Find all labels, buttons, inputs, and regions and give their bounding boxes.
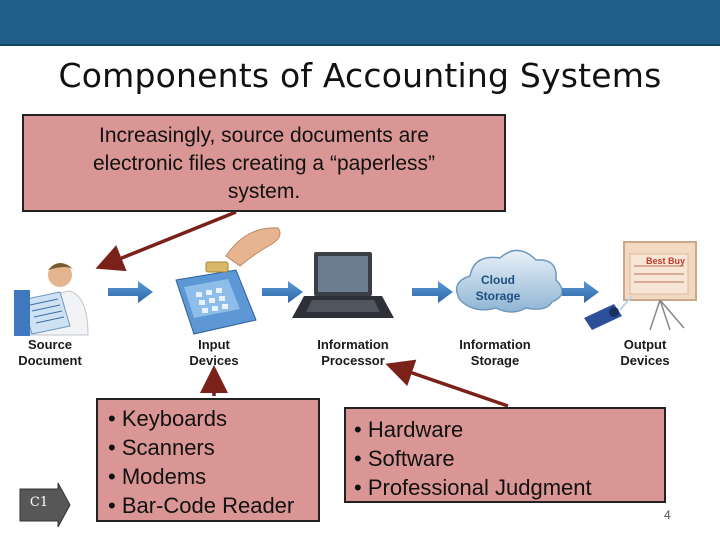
- slide-top-bar: [0, 0, 720, 46]
- component-label-line1: Source: [27, 337, 73, 352]
- flow-arrow-3: [412, 281, 453, 303]
- processor-callout: • Hardware • Software • Professional Jud…: [344, 407, 666, 503]
- cloud-storage-illustration: [455, 249, 563, 313]
- pointer-arrows: [95, 210, 509, 408]
- paperless-callout: Increasingly, source documents are elect…: [22, 114, 506, 212]
- callout-line: Increasingly, source documents are: [99, 124, 429, 147]
- source-document-illustration: [14, 263, 89, 336]
- component-label-line1: Input: [198, 337, 230, 352]
- callout-line: electronic files creating a “paperless”: [93, 152, 435, 175]
- component-label-line1: Information: [459, 337, 531, 352]
- cloud-label: Cloud Storage: [466, 272, 530, 304]
- flow-arrow-4: [562, 281, 599, 303]
- flow-arrow-2: [262, 281, 303, 303]
- objective-tag: C1: [29, 495, 49, 510]
- component-label-line1: Information: [317, 337, 389, 352]
- component-label-information-storage: Information Storage: [450, 337, 540, 369]
- component-label-input-devices: Input Devices: [176, 337, 252, 369]
- callout-line: system.: [227, 180, 301, 203]
- input-devices-callout: • Keyboards • Scanners • Modems • Bar-Co…: [96, 398, 320, 522]
- input-device-illustration: [175, 227, 281, 335]
- flow-arrows: [108, 281, 599, 303]
- component-label-source-document: Source Document: [10, 337, 90, 369]
- callout-bullet: • Professional Judgment: [354, 475, 592, 500]
- callout-bullet: • Scanners: [108, 435, 215, 460]
- component-label-line2: Processor: [321, 353, 385, 368]
- component-label-line2: Storage: [470, 353, 520, 368]
- cloud-label-line2: Storage: [475, 289, 521, 303]
- component-label-output-devices: Output Devices: [606, 337, 684, 369]
- callout-bullet: • Modems: [108, 464, 207, 489]
- objective-arrow-shape: [19, 482, 71, 528]
- information-processor-illustration: [292, 252, 394, 318]
- output-device-illustration: [584, 241, 697, 331]
- cloud-label-line1: Cloud: [481, 273, 515, 287]
- callout-bullet: • Bar-Code Reader: [108, 493, 295, 518]
- callout-bullet: • Hardware: [354, 417, 464, 442]
- component-label-line2: Devices: [189, 353, 239, 368]
- pointer-arrow-source-document: [95, 210, 237, 272]
- component-label-line2: Devices: [620, 353, 670, 368]
- screen-text: Best Buy: [646, 256, 686, 266]
- page-number: 4: [664, 508, 671, 522]
- component-label-line2: Document: [18, 353, 82, 368]
- flow-arrow-1: [108, 281, 153, 303]
- callout-bullet: • Software: [354, 446, 455, 471]
- component-label-line1: Output: [623, 337, 667, 352]
- pointer-arrow-processor: [385, 359, 509, 408]
- component-label-information-processor: Information Processor: [308, 337, 398, 369]
- callout-bullet: • Keyboards: [108, 406, 227, 431]
- slide-title: Components of Accounting Systems: [58, 56, 662, 95]
